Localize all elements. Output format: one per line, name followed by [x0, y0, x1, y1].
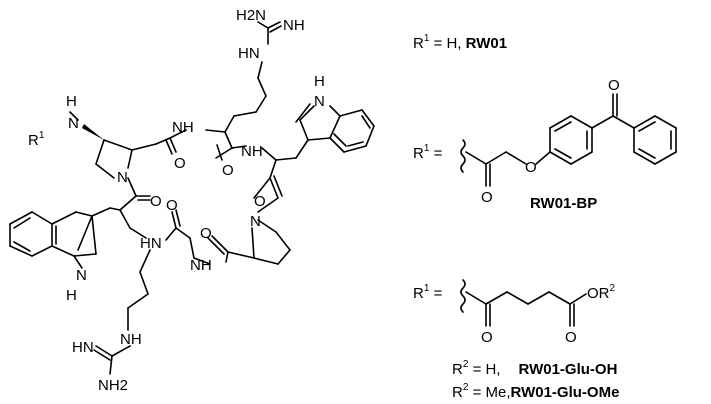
carbonyl-o-label-1: O	[174, 155, 186, 172]
r2-methyl-definition: R2 = Me,RW01-Glu-OMe	[452, 382, 619, 401]
attachment-wavy-bond-glu	[460, 279, 466, 313]
indole-h-label-top: H	[314, 73, 325, 90]
carbonyl-o-label-2: O	[222, 162, 234, 179]
r1-label: R1	[28, 130, 45, 149]
guanidine-nh-label-bottom: NH	[120, 331, 142, 348]
variant-rw01-glu: R1 = O O OR2	[413, 279, 616, 346]
variant-glu-r1-label: R1 =	[413, 283, 443, 302]
bp-ether-o-label: O	[525, 159, 537, 176]
variant-rw01-bp: R1 = O O O RW01-BP	[413, 77, 677, 212]
bp-carbonyl-o-label: O	[481, 189, 493, 206]
proline-ring	[207, 219, 291, 265]
amide-nh-label-a: NH	[172, 119, 194, 136]
guanidine-top	[224, 21, 282, 133]
carbonyl-o-label-6: O	[200, 225, 212, 242]
upper-ring-bonds	[131, 129, 297, 213]
amine-h-label: H	[66, 93, 77, 110]
amide-nh-label-d: NH	[190, 257, 212, 274]
amine-label-top: H2N	[236, 7, 266, 24]
indole-top	[295, 103, 375, 159]
amine-n-label: N	[68, 115, 79, 132]
proline-n-label-b: N	[250, 213, 261, 230]
imine-label-top: NH	[283, 17, 305, 34]
bp-ketone-o-label: O	[608, 77, 620, 94]
indole-bottom	[9, 207, 111, 269]
carbonyl-o-label-4: O	[254, 193, 266, 210]
guanidine-bottom	[93, 249, 151, 375]
carbonyl-o-label-5: O	[166, 197, 178, 214]
glu-keto-o-label: O	[481, 329, 493, 346]
r2-hydrogen-definition: R2 = H,RW01-Glu-OH	[452, 359, 617, 378]
proline-n-label-a: N	[117, 169, 128, 186]
indole-n-label-top: N	[314, 93, 325, 110]
lower-left-bonds	[109, 177, 211, 265]
variant-bp-r1-label: R1 =	[413, 143, 443, 162]
aminoproline-ring	[69, 111, 133, 179]
imine-label-bottom: HN	[72, 339, 94, 356]
attachment-wavy-bond-bp	[460, 139, 466, 173]
variant-rw01-label: R1 = H, RW01	[413, 33, 507, 52]
r2-definitions: R2 = H,RW01-Glu-OH R2 = Me,RW01-Glu-OMe	[452, 359, 619, 401]
amine-label-bottom: NH2	[98, 377, 128, 394]
variant-rw01: R1 = H, RW01	[413, 33, 507, 52]
glu-ester-or2-label: OR2	[587, 283, 616, 302]
carbonyl-o-label-3: O	[150, 193, 162, 210]
indole-h-label-bottom: H	[66, 287, 77, 304]
macrocycle: H2N NH HN H N R1 NH NH N O O O O O N HN …	[9, 7, 375, 394]
indole-n-label-bottom: N	[76, 267, 87, 284]
glu-ester-carbonyl-o-label: O	[565, 329, 577, 346]
amide-nh-label-b: NH	[241, 143, 263, 160]
guanidine-nh-label-top: HN	[238, 45, 260, 62]
amide-hn-label-c: HN	[140, 235, 162, 252]
variant-bp-name: RW01-BP	[530, 195, 597, 212]
